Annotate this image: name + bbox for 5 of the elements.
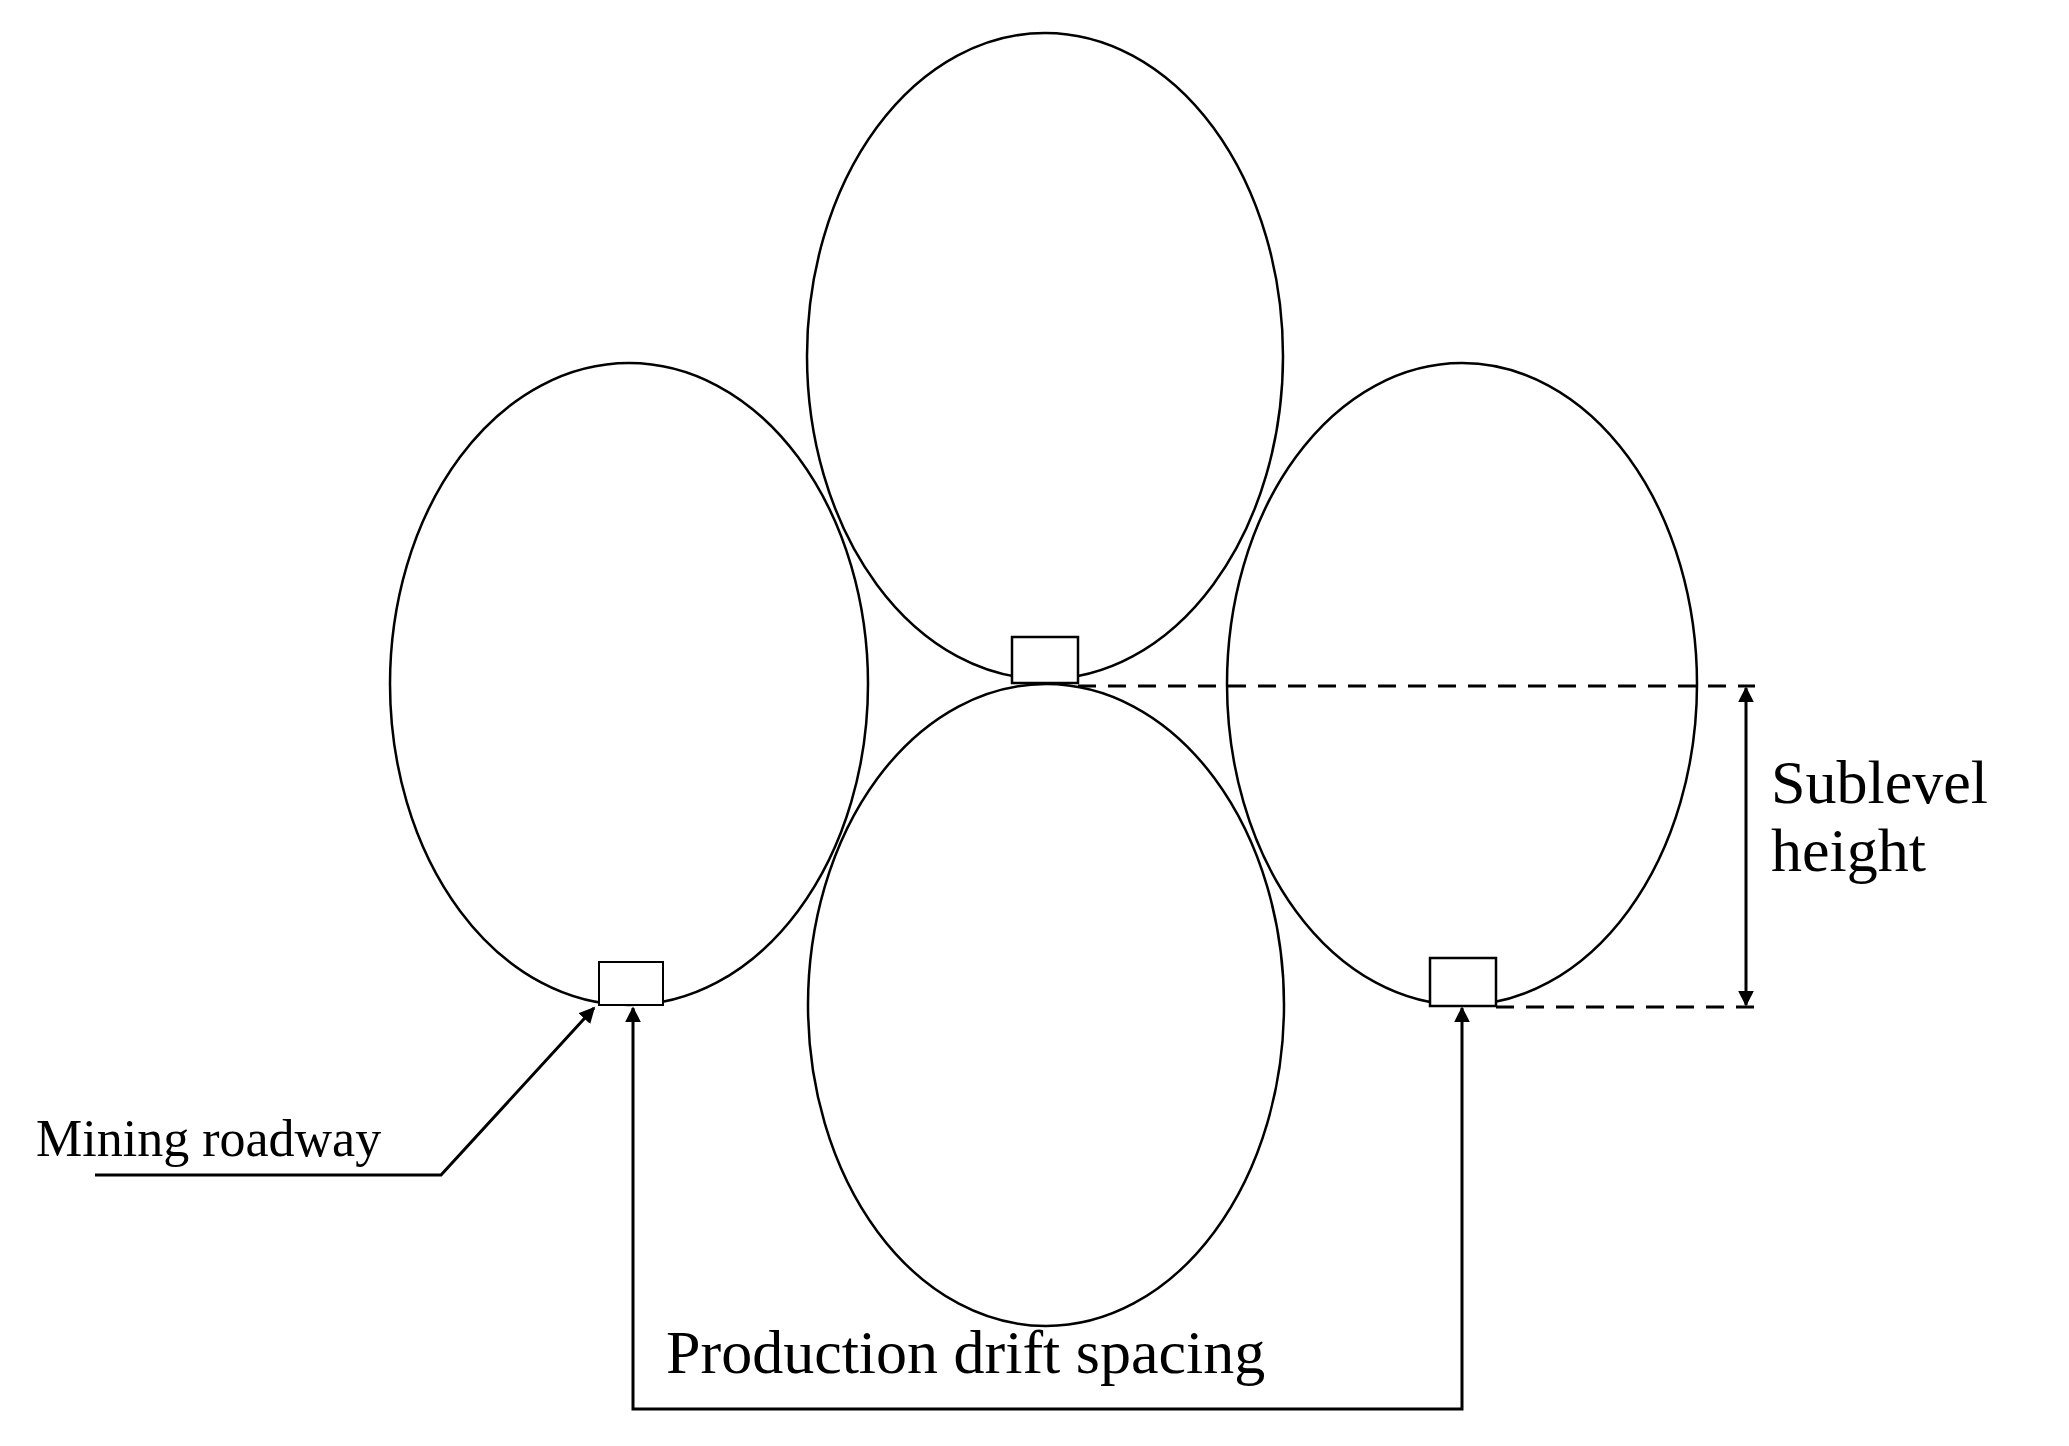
dimension-label: Sublevel height	[1771, 748, 1989, 885]
dimension-label: Production drift spacing	[666, 1318, 1266, 1387]
roadway-rectangle	[598, 961, 664, 1006]
callout-text: Mining roadway	[36, 1110, 382, 1168]
leader-line	[95, 1006, 596, 1177]
